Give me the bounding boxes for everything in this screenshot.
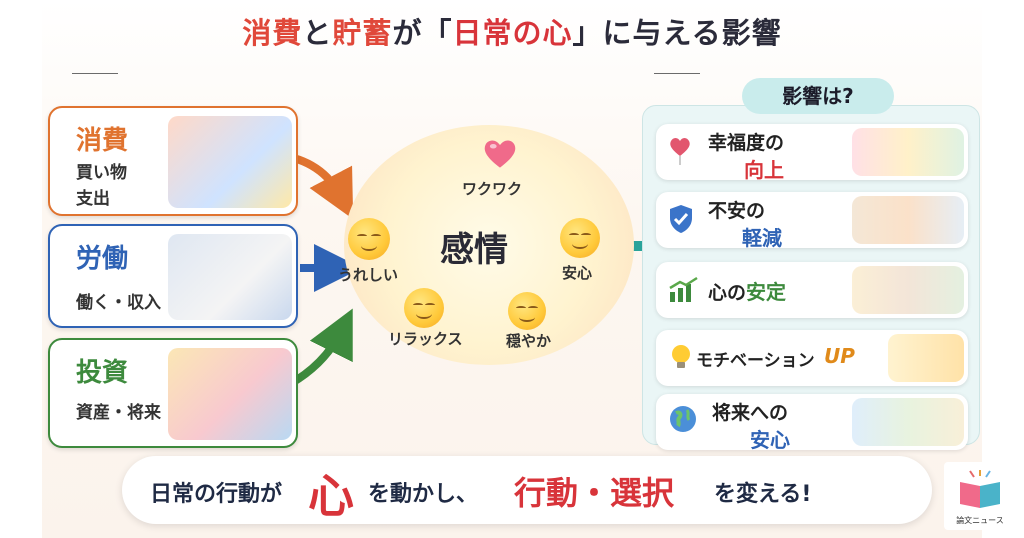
logo-caption: 論文ニュース — [956, 516, 1004, 525]
title-ga: が「 — [392, 16, 453, 50]
banner-text-3: を変える! — [714, 482, 812, 507]
growth-chart-icon — [669, 276, 698, 302]
card-heading: 労働 — [76, 244, 129, 274]
impact-future: 将来への 安心 — [656, 394, 968, 450]
laptop-worker-illustration — [168, 234, 292, 320]
relaxed-face-icon — [404, 288, 444, 328]
card-investment: 投資 資産・将来 — [48, 338, 298, 448]
relaxing-woman-illustration — [852, 266, 964, 314]
card-consumption: 消費 買い物 支出 — [48, 106, 298, 216]
banner-text-1: 日常の行動が — [150, 482, 283, 507]
impact-line2: 向上 — [744, 158, 784, 180]
impact-line2: 安定 — [746, 280, 786, 304]
globe-icon — [670, 406, 696, 432]
title-rule-right — [654, 73, 700, 74]
title-savings: 貯蓄 — [332, 16, 393, 50]
shield-check-icon — [670, 205, 692, 233]
card-sub: 働く・収入 — [76, 293, 161, 313]
page-title: 消費と貯蓄が「日常の心」に与える影響 — [42, 10, 982, 52]
impact-line1: 将来への — [712, 402, 789, 424]
impact-line2: 安心 — [750, 428, 790, 450]
impact-line1: 不安の — [708, 200, 766, 222]
title-conj: と — [302, 16, 333, 50]
title-consumption: 消費 — [242, 16, 303, 50]
impact-line1: 幸福度の — [708, 132, 785, 154]
impact-stability: 心の 安定 — [656, 262, 968, 318]
heart-balloon-icon — [670, 138, 690, 165]
title-impact: 」に与える影響 — [572, 16, 782, 50]
peaceful-face-icon — [508, 292, 546, 330]
card-sub: 買い物 — [76, 163, 127, 183]
impact-happiness: 幸福度の 向上 — [656, 124, 968, 180]
emotion-label: 感情 — [440, 230, 508, 270]
impact-line1: 心の — [708, 282, 747, 304]
calm-face-icon — [560, 218, 600, 258]
emotion-excitement: ワクワク — [462, 180, 523, 198]
piggy-bank-illustration — [168, 348, 292, 440]
smile-face-icon — [348, 218, 390, 260]
impact-line2: 軽減 — [742, 226, 782, 248]
title-rule-left — [72, 73, 118, 74]
card-sub: 支出 — [76, 189, 110, 209]
impact-anxiety: 不安の 軽減 — [656, 192, 968, 248]
card-labor: 労働 働く・収入 — [48, 224, 298, 328]
title-daily-mind: 日常の心 — [452, 16, 573, 50]
woman-house-illustration — [852, 196, 964, 244]
bottom-banner: 日常の行動が 心 を動かし、 行動・選択 を変える! — [122, 456, 932, 524]
heart-icon — [484, 140, 516, 168]
emotion-calm: 穏やか — [506, 332, 552, 350]
site-logo: 論文ニュース — [944, 462, 1016, 530]
banner-heart-word: 心 — [308, 469, 354, 523]
lightbulb-icon — [672, 345, 690, 368]
infographic: 消費と貯蓄が「日常の心」に与える影響 消費 買い物 支出 労働 働く・収入 投資… — [42, 0, 982, 538]
card-heading: 消費 — [76, 126, 129, 156]
emotion-relax: リラックス — [388, 330, 463, 348]
book-logo-icon — [960, 470, 1000, 508]
family-illustration — [852, 128, 964, 176]
banner-action-choice: 行動・選択 — [514, 474, 675, 512]
impact-header: 影響は? — [742, 78, 894, 114]
impact-line2: UP — [824, 344, 855, 368]
cheering-man-illustration — [888, 334, 964, 382]
card-heading: 投資 — [76, 358, 129, 388]
impact-motivation: モチベーション UP — [656, 330, 968, 386]
card-sub: 資産・将来 — [76, 403, 161, 423]
emotion-happy: うれしい — [338, 266, 399, 284]
banner-text-2: を動かし、 — [368, 482, 479, 507]
shopping-illustration — [168, 116, 292, 208]
emotion-relief: 安心 — [562, 264, 593, 282]
impact-line1: モチベーション — [696, 351, 815, 371]
family-walk-illustration — [852, 398, 964, 446]
